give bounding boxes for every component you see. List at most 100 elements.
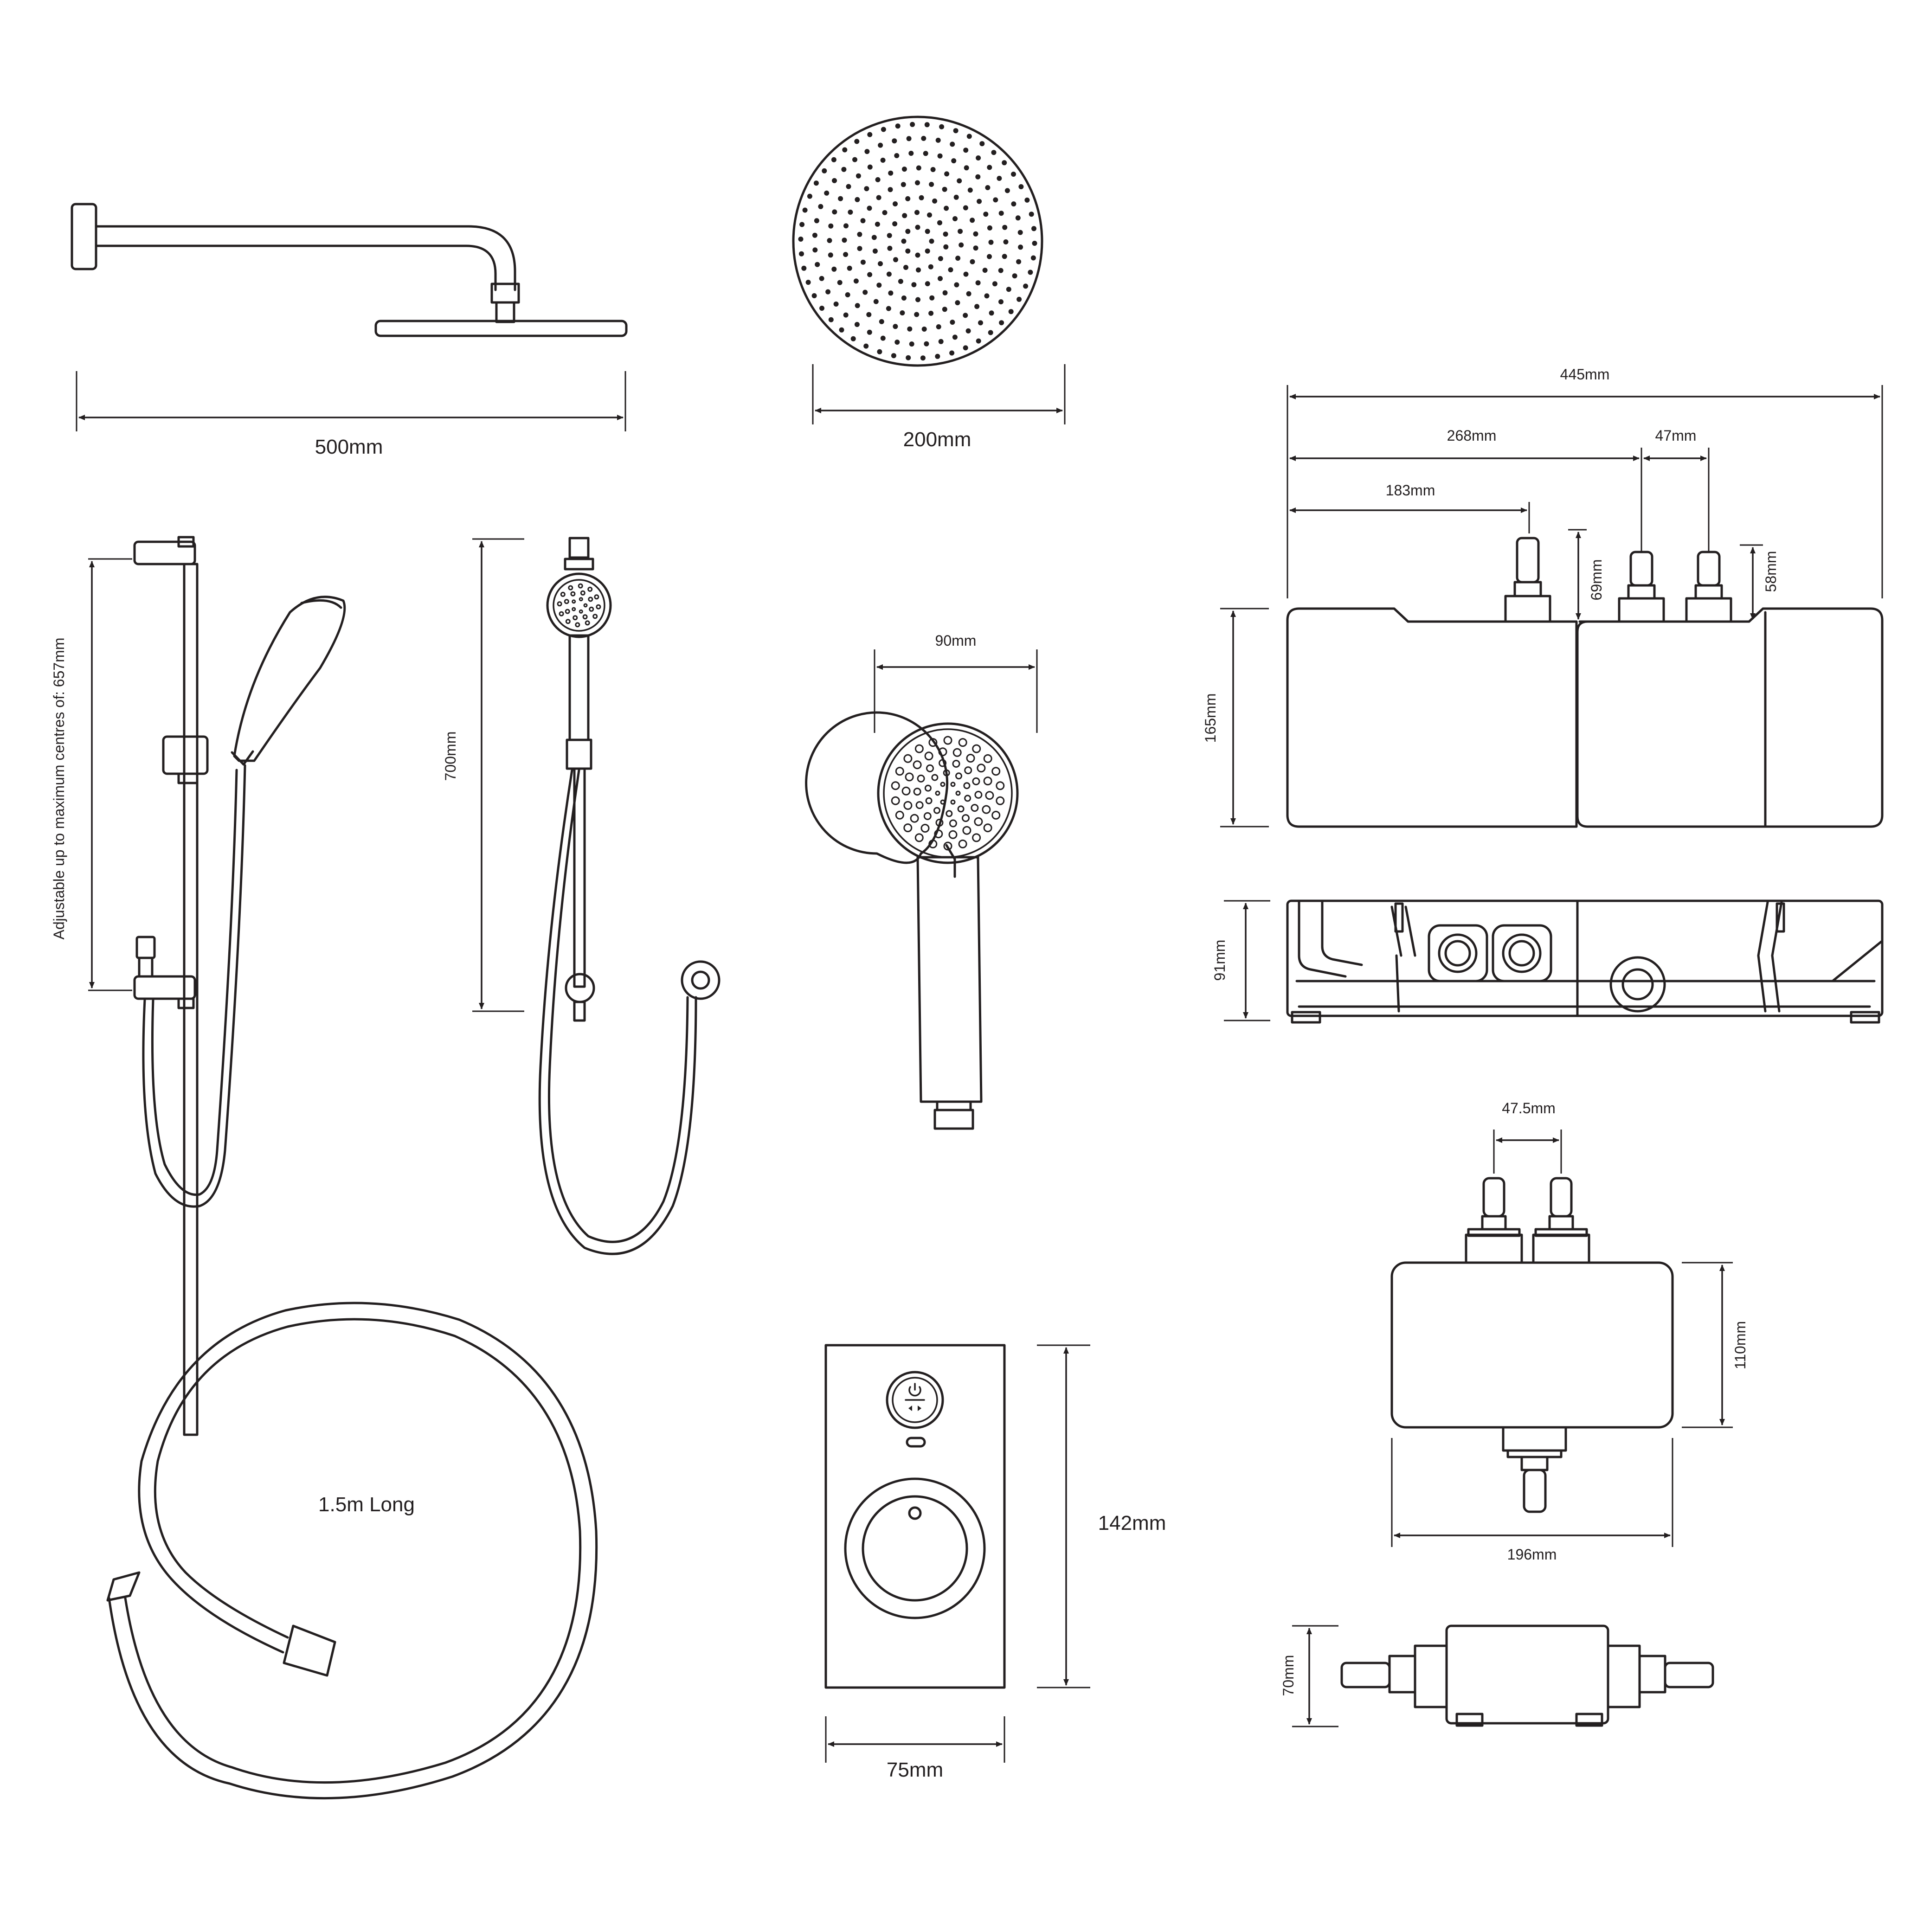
nozzle bbox=[972, 833, 981, 842]
nozzle bbox=[1011, 201, 1016, 207]
nozzle bbox=[572, 599, 576, 604]
nozzle bbox=[927, 212, 932, 218]
nozzle bbox=[888, 187, 893, 193]
nozzle bbox=[585, 620, 590, 626]
handset-width-label: 90mm bbox=[935, 632, 977, 649]
valve-inlet-offset-label: 183mm bbox=[1386, 482, 1435, 499]
riser-handset-nozzles bbox=[557, 583, 601, 628]
nozzle bbox=[903, 801, 913, 810]
nozzle bbox=[938, 256, 943, 261]
nozzle bbox=[871, 235, 877, 240]
nozzle bbox=[1024, 197, 1030, 203]
nozzle bbox=[898, 279, 903, 284]
nozzle bbox=[894, 153, 900, 158]
nozzle bbox=[872, 248, 878, 254]
nozzle bbox=[1008, 309, 1014, 315]
nozzle bbox=[954, 282, 959, 288]
nozzle bbox=[1028, 270, 1033, 275]
nozzle bbox=[878, 261, 883, 266]
nozzle bbox=[924, 751, 933, 761]
nozzle bbox=[1002, 160, 1007, 166]
nozzle bbox=[988, 330, 993, 335]
nozzle bbox=[891, 796, 900, 805]
nozzle bbox=[882, 210, 888, 215]
nozzle bbox=[880, 157, 886, 163]
nozzle bbox=[1012, 273, 1017, 279]
nozzle bbox=[998, 268, 1004, 273]
temperature-dial[interactable] bbox=[844, 1477, 986, 1619]
nozzle bbox=[936, 324, 941, 329]
nozzle bbox=[935, 819, 944, 827]
nozzle bbox=[909, 341, 914, 347]
nozzle bbox=[938, 276, 943, 281]
nozzle bbox=[881, 127, 886, 132]
nozzle bbox=[943, 841, 952, 851]
nozzle bbox=[1017, 230, 1023, 235]
nozzle bbox=[879, 319, 884, 324]
nozzle bbox=[846, 184, 851, 189]
valve-front-dimensions: 445mm 268mm 47mm 183mm 69mm 58mm 165mm bbox=[1202, 366, 1883, 828]
nozzle bbox=[857, 231, 862, 237]
nozzle bbox=[973, 245, 978, 251]
nozzle bbox=[588, 597, 593, 602]
nozzle bbox=[853, 278, 859, 284]
nozzle bbox=[895, 767, 904, 776]
nozzle bbox=[983, 212, 989, 217]
nozzle bbox=[1029, 212, 1034, 217]
nozzle bbox=[940, 782, 946, 787]
nozzle bbox=[948, 830, 958, 839]
nozzle bbox=[901, 786, 911, 796]
nozzle bbox=[996, 796, 1005, 805]
nozzle bbox=[1004, 188, 1010, 193]
nozzle bbox=[985, 791, 994, 800]
nozzle bbox=[1018, 244, 1023, 250]
nozzle bbox=[946, 810, 953, 817]
nozzle bbox=[901, 295, 907, 301]
nozzle bbox=[822, 168, 827, 173]
nozzle bbox=[925, 797, 933, 804]
nozzle bbox=[966, 754, 975, 763]
nozzle bbox=[878, 142, 883, 148]
nozzle bbox=[914, 312, 920, 317]
nozzle bbox=[963, 782, 971, 789]
pump-depth-label: 70mm bbox=[1280, 1655, 1297, 1696]
nozzle bbox=[905, 196, 911, 201]
nozzle bbox=[991, 150, 997, 155]
nozzle bbox=[983, 754, 992, 763]
nozzle bbox=[979, 141, 985, 147]
nozzle bbox=[891, 781, 900, 790]
nozzle bbox=[886, 306, 891, 311]
nozzle bbox=[915, 252, 920, 258]
nozzle bbox=[893, 324, 898, 329]
nozzle bbox=[892, 221, 898, 226]
nozzle bbox=[819, 306, 824, 311]
nozzle bbox=[972, 744, 981, 753]
nozzle bbox=[967, 187, 973, 193]
nozzle bbox=[587, 586, 593, 592]
nozzle bbox=[923, 812, 932, 820]
nozzle bbox=[579, 609, 583, 614]
nozzle bbox=[983, 823, 992, 833]
nozzle bbox=[582, 614, 588, 620]
nozzle bbox=[886, 271, 892, 277]
nozzle bbox=[943, 769, 950, 777]
nozzle bbox=[948, 267, 953, 273]
nozzle bbox=[892, 138, 897, 144]
nozzle bbox=[854, 322, 860, 327]
nozzle bbox=[867, 164, 873, 170]
nozzle bbox=[957, 178, 962, 184]
nozzle bbox=[925, 248, 930, 254]
nozzle bbox=[895, 123, 901, 129]
nozzle bbox=[985, 185, 991, 190]
nozzle bbox=[991, 810, 1001, 820]
nozzle bbox=[937, 220, 942, 225]
nozzle bbox=[976, 155, 981, 160]
kit-height-label: 700mm bbox=[442, 732, 459, 781]
nozzle bbox=[998, 211, 1004, 216]
pump-side-view bbox=[1340, 1624, 1714, 1727]
power-button[interactable] bbox=[886, 1371, 944, 1429]
nozzle bbox=[944, 171, 950, 177]
pump-dimensions: 47.5mm 110mm 196mm bbox=[1391, 1100, 1749, 1563]
nozzle bbox=[950, 320, 955, 325]
nozzle bbox=[856, 173, 861, 179]
